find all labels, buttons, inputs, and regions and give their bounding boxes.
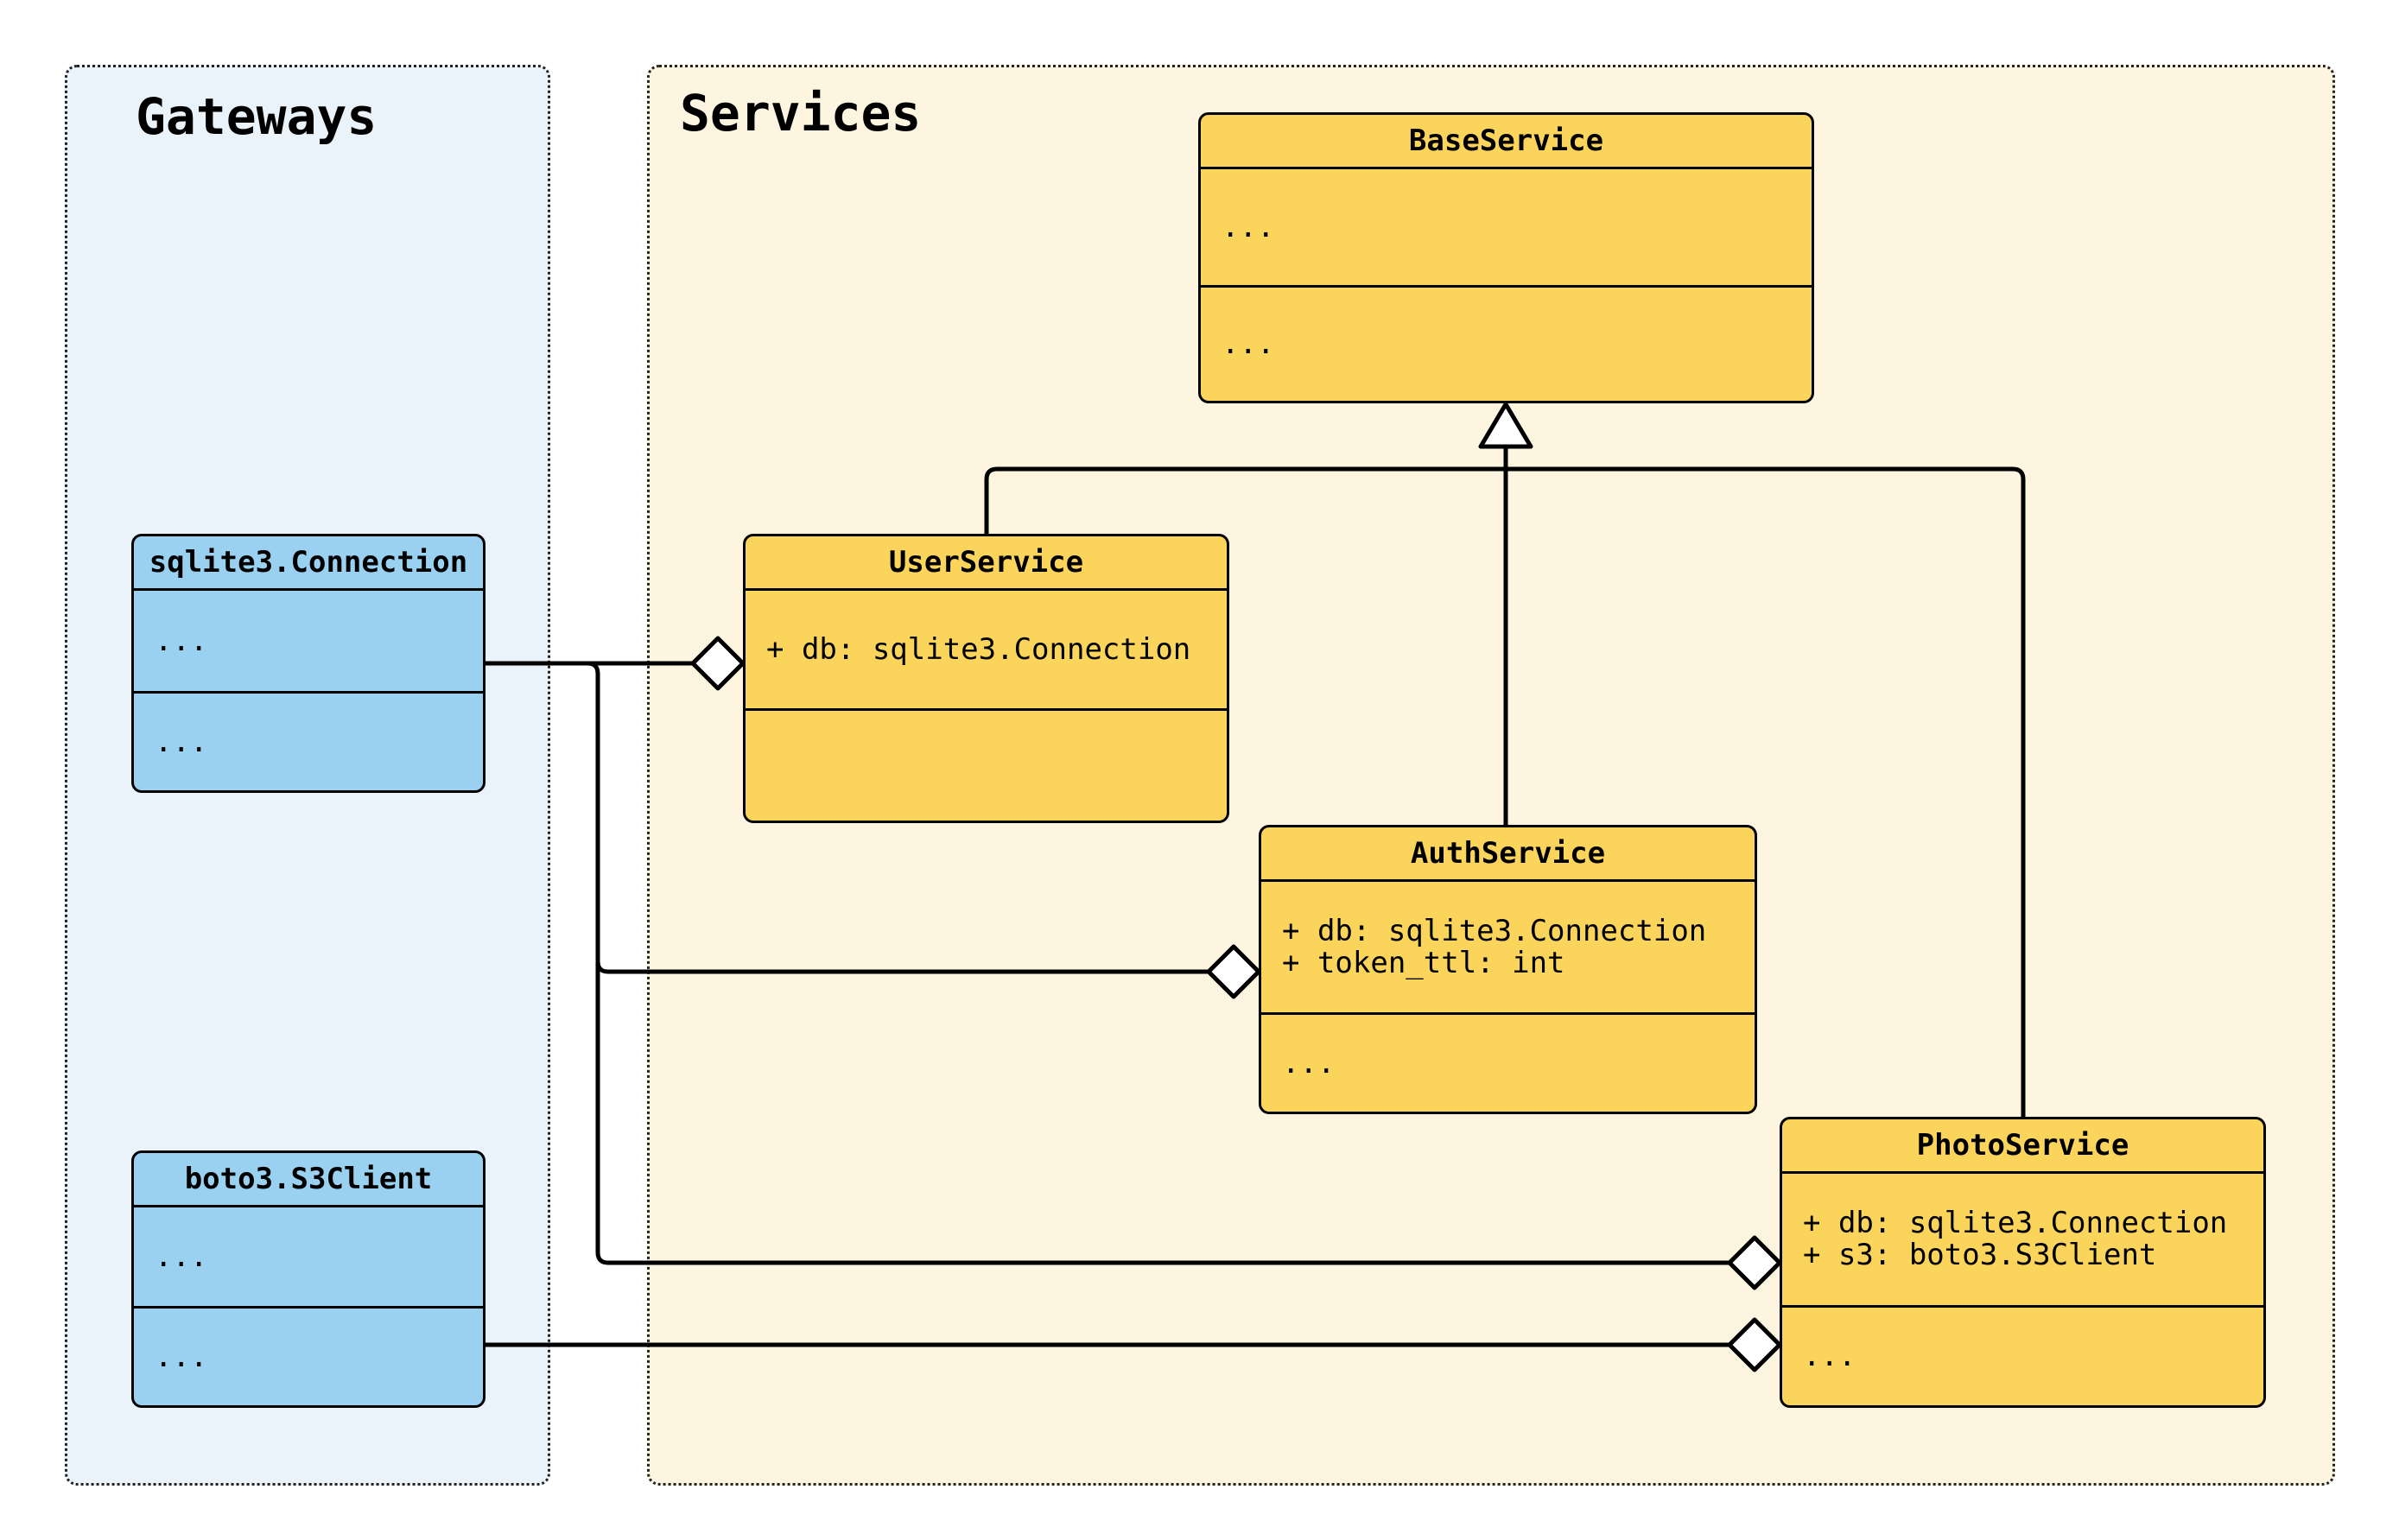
class-attributes-baseservice: ... — [1201, 169, 1812, 288]
class-attributes-userservice: + db: sqlite3.Connection — [746, 591, 1227, 711]
class-methods-userservice — [746, 711, 1227, 821]
class-methods-baseservice: ... — [1201, 288, 1812, 401]
attribute-line: + s3: boto3.S3Client — [1803, 1238, 2157, 1272]
class-title-boto3-s3client: boto3.S3Client — [134, 1153, 483, 1207]
class-attributes-boto3-s3client: ... — [134, 1207, 483, 1309]
method-line: ... — [1803, 1339, 1856, 1373]
class-title-userservice: UserService — [746, 536, 1227, 591]
class-attributes-photoservice: + db: sqlite3.Connection + s3: boto3.S3C… — [1782, 1174, 2263, 1308]
attribute-line: + token_ttl: int — [1282, 945, 1565, 980]
attribute-line: ... — [1222, 209, 1275, 244]
class-box-baseservice: BaseService ... ... — [1198, 112, 1814, 403]
method-line: ... — [1282, 1045, 1336, 1081]
gateways-panel-title: Gateways — [136, 87, 378, 146]
class-title-authservice: AuthService — [1261, 827, 1755, 882]
class-title-photoservice: PhotoService — [1782, 1119, 2263, 1174]
services-panel-title: Services — [680, 84, 922, 143]
class-title-sqlite3-connection: sqlite3.Connection — [134, 536, 483, 591]
method-line: ... — [155, 724, 208, 759]
class-attributes-sqlite3-connection: ... — [134, 591, 483, 694]
method-line: ... — [155, 1339, 208, 1374]
attribute-line: + db: sqlite3.Connection — [766, 631, 1191, 667]
class-methods-boto3-s3client: ... — [134, 1309, 483, 1405]
class-box-boto3-s3client: boto3.S3Client ... ... — [131, 1150, 486, 1408]
class-box-userservice: UserService + db: sqlite3.Connection — [743, 534, 1229, 823]
attribute-line: + db: sqlite3.Connection — [1803, 1206, 2228, 1240]
class-box-sqlite3-connection: sqlite3.Connection ... ... — [131, 534, 486, 793]
class-title-baseservice: BaseService — [1201, 115, 1812, 169]
method-line: ... — [1222, 326, 1275, 361]
class-box-photoservice: PhotoService + db: sqlite3.Connection + … — [1780, 1117, 2266, 1408]
class-methods-authservice: ... — [1261, 1015, 1755, 1112]
class-methods-photoservice: ... — [1782, 1308, 2263, 1405]
attribute-line: ... — [155, 1239, 208, 1274]
attribute-line: ... — [155, 623, 208, 658]
class-box-authservice: AuthService + db: sqlite3.Connection + t… — [1259, 825, 1757, 1114]
class-attributes-authservice: + db: sqlite3.Connection + token_ttl: in… — [1261, 882, 1755, 1015]
attribute-line: + db: sqlite3.Connection — [1282, 913, 1707, 948]
class-methods-sqlite3-connection: ... — [134, 694, 483, 790]
